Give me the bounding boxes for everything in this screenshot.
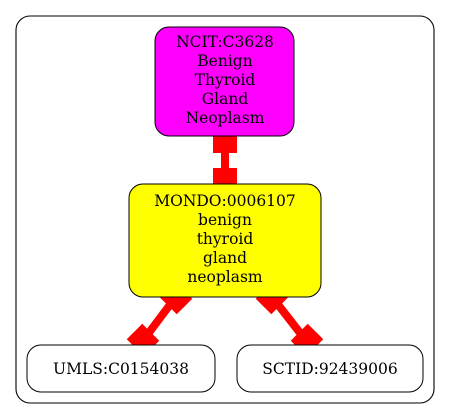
node-box [128,183,322,298]
node-label-line: Gland [202,90,249,108]
node-label-line: Benign [197,52,252,70]
node-label-line: NCIT:C3628 [176,33,274,51]
node-label-line: MONDO:0006107 [154,192,296,210]
node-label-line: SCTID:92439006 [262,360,397,378]
node-label-line: benign [198,211,252,229]
node-label-line: Thyroid [195,71,256,89]
node-sctid[interactable]: SCTID:92439006 [236,344,424,393]
node-mondo[interactable]: MONDO:0006107 benign thyroid gland neopl… [128,183,322,298]
node-box [154,26,295,137]
node-label-line: thyroid [197,230,254,248]
node-label-line: Neoplasm [186,109,265,127]
node-label-line: gland [203,249,247,267]
node-box [26,344,216,393]
node-ncit[interactable]: NCIT:C3628 Benign Thyroid Gland Neoplasm [154,26,295,137]
node-label-line: UMLS:C0154038 [53,360,189,378]
node-umls[interactable]: UMLS:C0154038 [26,344,216,393]
node-box [236,344,424,393]
node-label-line: neoplasm [187,268,263,286]
